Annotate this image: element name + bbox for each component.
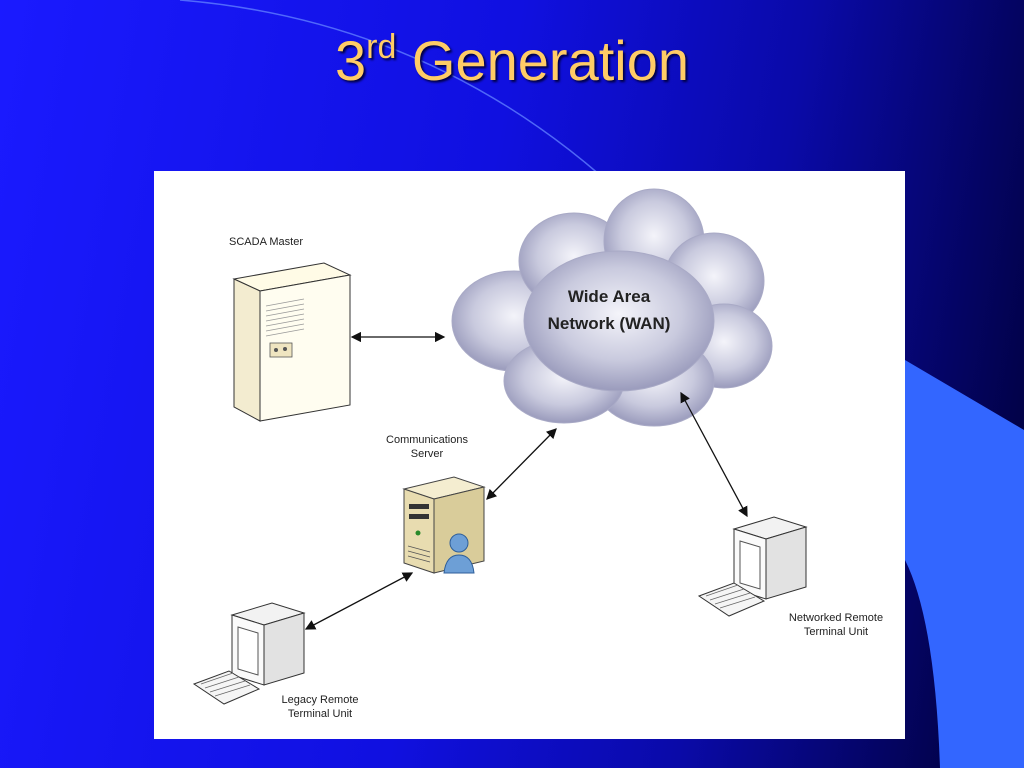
networked-rtu-icon: Networked Remote Terminal Unit	[697, 516, 883, 638]
link-wan-networked-rtu	[680, 391, 748, 518]
wan-cloud: Wide Area Network (WAN)	[451, 188, 773, 427]
networked-rtu-label-line1: Networked Remote	[789, 612, 883, 624]
legacy-rtu-label-line1: Legacy Remote	[281, 694, 358, 706]
network-diagram: Wide Area Network (WAN) SCADA Master Com…	[154, 171, 905, 739]
wan-label-line2: Network (WAN)	[548, 314, 671, 333]
comm-server-label-line1: Communications	[386, 434, 468, 446]
scada-master-label: SCADA Master	[229, 236, 303, 248]
accent-shape	[905, 360, 1024, 768]
slide-title: 3rd Generation	[334, 28, 690, 92]
link-server-wan	[486, 428, 557, 500]
comm-server-label-line2: Server	[411, 448, 444, 460]
communications-server-icon: Communications Server	[386, 434, 486, 574]
networked-rtu-label-line2: Terminal Unit	[804, 626, 868, 638]
legacy-rtu-label-line2: Terminal Unit	[288, 708, 352, 720]
link-server-legacy-rtu	[304, 572, 414, 630]
legacy-rtu-icon: Legacy Remote Terminal Unit	[192, 602, 359, 720]
wan-label-line1: Wide Area	[568, 287, 651, 306]
scada-master-icon: SCADA Master	[229, 236, 352, 422]
